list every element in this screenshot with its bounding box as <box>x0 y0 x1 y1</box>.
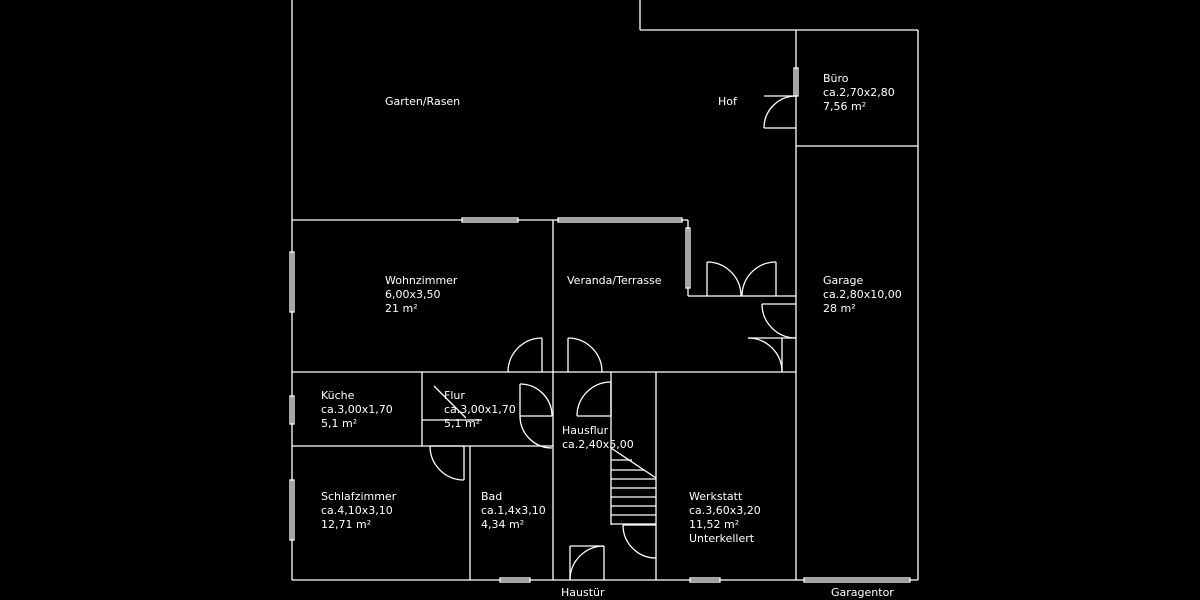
room-label-garten: Garten/Rasen <box>385 95 460 109</box>
window <box>289 479 295 541</box>
door-swing <box>569 545 605 581</box>
door-swing <box>519 383 553 417</box>
room-dims: ca.3,00x1,70 <box>321 403 393 416</box>
room-note: Unterkellert <box>689 532 755 545</box>
room-dims: ca.3,60x3,20 <box>689 504 761 517</box>
room-name: Schlafzimmer <box>321 490 397 503</box>
room-area: 21 m² <box>385 302 418 315</box>
room-area: 5,1 m² <box>444 417 481 430</box>
garage-door-label: Garagentor <box>831 586 894 600</box>
room-label-buero: Büro ca.2,70x2,80 7,56 m² <box>823 72 895 114</box>
room-dims: ca.3,00x1,70 <box>444 403 516 416</box>
door-swing <box>747 337 783 373</box>
entrance-label: Haustür <box>561 586 605 600</box>
door-swing <box>706 261 742 297</box>
room-name: Flur <box>444 389 465 402</box>
door-swing <box>622 524 657 559</box>
room-area: 4,34 m² <box>481 518 525 531</box>
room-name: Bad <box>481 490 503 503</box>
room-label-garage: Garage ca.2,80x10,00 28 m² <box>823 274 902 316</box>
room-label-schlafzimmer: Schlafzimmer ca.4,10x3,10 12,71 m² <box>321 490 396 532</box>
room-label-wohnzimmer: Wohnzimmer 6,00x3,50 21 m² <box>385 274 457 316</box>
room-name: Hof <box>718 95 737 108</box>
room-label-hausflur: Hausflur ca.2,40x5,00 <box>562 424 634 452</box>
room-label-werkstatt: Werkstatt ca.3,60x3,20 11,52 m² Unterkel… <box>689 490 761 546</box>
door-swing <box>519 415 553 449</box>
room-label-veranda: Veranda/Terrasse <box>567 274 662 288</box>
room-dims: ca.1,4x3,10 <box>481 504 546 517</box>
door-swing <box>761 303 797 339</box>
room-name: Wohnzimmer <box>385 274 458 287</box>
door-swing <box>567 337 603 373</box>
room-dims: 6,00x3,50 <box>385 288 441 301</box>
window <box>289 395 295 425</box>
door-swing <box>741 261 777 297</box>
stair <box>610 447 657 479</box>
door-swing <box>576 381 612 417</box>
window <box>289 251 295 313</box>
window <box>685 227 691 289</box>
window <box>461 217 519 223</box>
room-dims: ca.4,10x3,10 <box>321 504 393 517</box>
room-name: Garten/Rasen <box>385 95 461 108</box>
drawing-canvas <box>120 0 1080 600</box>
room-name: Garage <box>823 274 864 287</box>
room-area: 5,1 m² <box>321 417 358 430</box>
garagentor-label: Garagentor <box>831 586 894 599</box>
room-area: 12,71 m² <box>321 518 372 531</box>
room-label-bad: Bad ca.1,4x3,10 4,34 m² <box>481 490 546 532</box>
room-area: 28 m² <box>823 302 856 315</box>
room-area: 7,56 m² <box>823 100 867 113</box>
room-area: 11,52 m² <box>689 518 740 531</box>
garage-door <box>803 577 911 583</box>
room-name: Büro <box>823 72 849 85</box>
haustuer-label: Haustür <box>561 586 605 599</box>
room-dims: ca.2,80x10,00 <box>823 288 902 301</box>
room-label-hof: Hof <box>718 95 737 109</box>
door-swing <box>507 337 543 373</box>
room-dims: ca.2,40x5,00 <box>562 438 634 451</box>
room-name: Werkstatt <box>689 490 743 503</box>
room-label-kueche: Küche ca.3,00x1,70 5,1 m² <box>321 389 393 431</box>
door-swing <box>429 445 465 481</box>
window <box>689 577 721 583</box>
room-name: Küche <box>321 389 355 402</box>
door <box>433 385 467 419</box>
window <box>499 577 531 583</box>
door-swing <box>763 95 797 129</box>
room-dims: ca.2,70x2,80 <box>823 86 895 99</box>
room-name: Veranda/Terrasse <box>567 274 662 287</box>
window <box>557 217 683 223</box>
room-name: Hausflur <box>562 424 609 437</box>
room-label-flur: Flur ca.3,00x1,70 5,1 m² <box>444 389 516 431</box>
